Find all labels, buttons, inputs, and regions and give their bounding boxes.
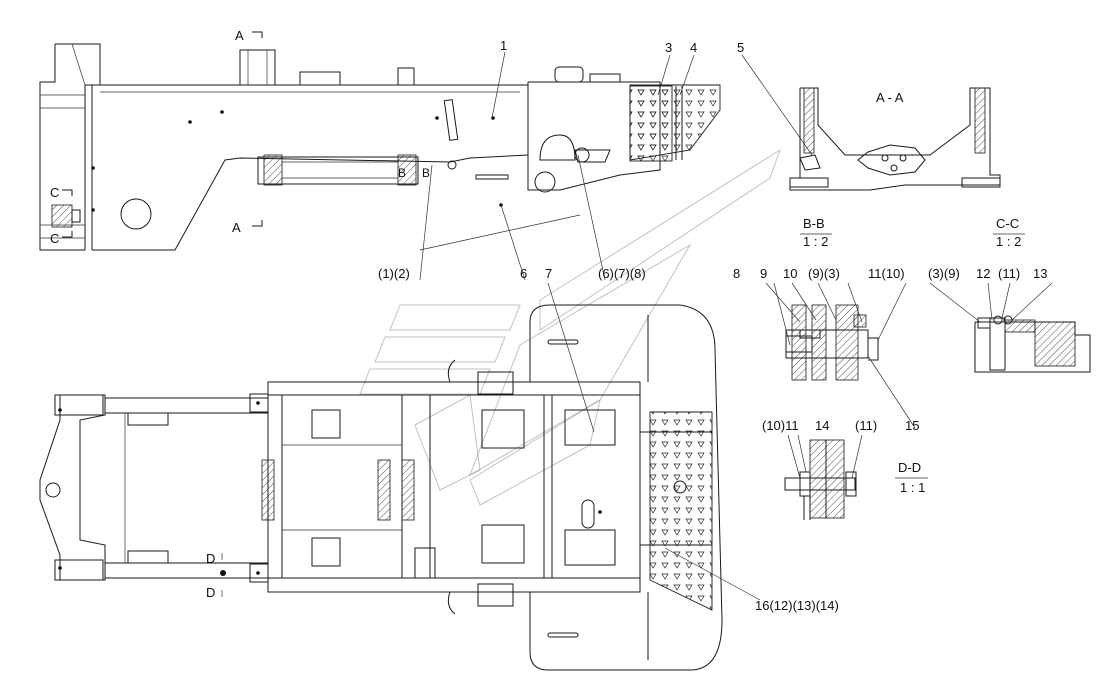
section-markers: A A C C D D B B: [50, 28, 430, 600]
callout-1-2: (1)(2): [378, 266, 410, 281]
watermark: [359, 148, 781, 506]
view-titles: A - A B-B 1 : 2 C-C 1 : 2 D-D 1 : 1: [800, 90, 1025, 495]
callout-16: 16(12)(13)(14): [755, 598, 839, 613]
callout-15: 15: [905, 418, 919, 433]
section-b-mark-1: B: [398, 166, 406, 180]
callout-10-11: (10)11: [762, 418, 799, 433]
section-b-mark-2: B: [422, 166, 430, 180]
view-aa-title: A - A: [876, 90, 904, 105]
section-cc-view: [929, 282, 1091, 373]
view-bb-title: B-B: [803, 216, 825, 231]
section-c-label-top: C: [50, 185, 59, 200]
callout-9: 9: [760, 266, 767, 281]
callout-11-dd: (11): [855, 418, 877, 433]
callout-13: 13: [1033, 266, 1047, 281]
callout-3: 3: [665, 40, 672, 55]
section-a-label-bottom: A: [232, 220, 241, 235]
view-bb-scale: 1 : 2: [803, 234, 828, 249]
view-cc-title: C-C: [996, 216, 1019, 231]
callout-8: 8: [733, 266, 740, 281]
view-cc-scale: 1 : 2: [996, 234, 1021, 249]
callout-9-3: (9)(3): [808, 266, 840, 281]
section-dd-view: [784, 434, 863, 520]
section-a-label-top: A: [235, 28, 244, 43]
view-dd-title: D-D: [898, 460, 921, 475]
callout-5: 5: [737, 40, 744, 55]
callouts: 1 3 4 5 (1)(2) 6 7 (6)(7)(8) 8 9 10 (9)(…: [378, 38, 1047, 613]
callout-10: 10: [783, 266, 797, 281]
callout-3-9: (3)(9): [928, 266, 960, 281]
callout-14: 14: [815, 418, 829, 433]
section-d-label-top: D: [206, 551, 215, 566]
section-d-label-bottom: D: [206, 585, 215, 600]
callout-11-10: 11(10): [868, 266, 905, 281]
side-view: [39, 31, 813, 281]
callout-7: 7: [545, 266, 552, 281]
section-bb-view: [765, 282, 916, 429]
callout-6: 6: [520, 266, 527, 281]
callout-12: 12: [976, 266, 990, 281]
view-dd-scale: 1 : 1: [900, 480, 925, 495]
callout-4: 4: [690, 40, 697, 55]
section-c-label-bottom: C: [50, 231, 59, 246]
callout-6-7-8: (6)(7)(8): [598, 266, 646, 281]
top-view: [39, 282, 761, 671]
callout-11-paren: (11): [998, 266, 1020, 281]
callout-1: 1: [500, 38, 507, 53]
section-aa-view: [789, 87, 1001, 191]
